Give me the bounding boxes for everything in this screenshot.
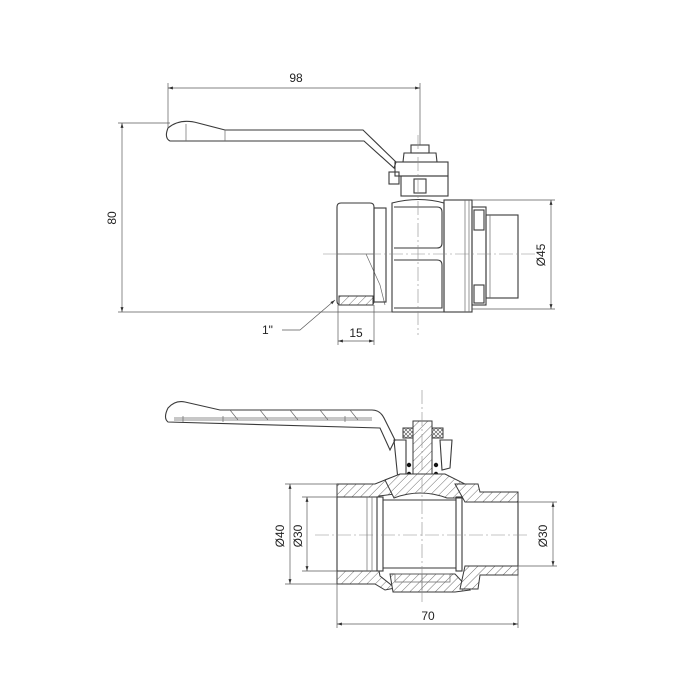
- dim-label-right-d30: Ø30: [536, 524, 550, 547]
- dimension-outer-diameter: Ø45: [472, 199, 555, 310]
- stem-assembly: [388, 144, 449, 197]
- dimension-overall-length: 70: [336, 566, 519, 628]
- lever-handle: [165, 120, 397, 169]
- top-view: 98 80 Ø45 1" 15: [105, 71, 555, 345]
- section-view: Ø40 Ø30 Ø30 70: [164, 390, 557, 628]
- dim-label-70: 70: [421, 609, 435, 623]
- dim-label-d40: Ø40: [273, 524, 287, 547]
- dimension-handle-length: 98: [167, 71, 421, 145]
- dimension-left-inner-diameter: Ø30: [291, 496, 337, 572]
- dim-label-d45: Ø45: [534, 243, 548, 266]
- dimension-right-inner-diameter: Ø30: [518, 501, 557, 567]
- dim-label-left-d30: Ø30: [291, 524, 305, 547]
- dim-label-98: 98: [289, 71, 303, 85]
- union-end: [471, 206, 519, 306]
- dim-label-thread-size: 1": [262, 323, 273, 337]
- thread-size-leader: 1": [262, 299, 336, 337]
- dimension-overall-height: 80: [105, 122, 392, 313]
- dim-label-15: 15: [349, 326, 363, 340]
- dim-label-80: 80: [105, 211, 119, 225]
- valve-body-section: [336, 473, 519, 593]
- lever-handle-section: [164, 401, 396, 452]
- dimension-thread-depth: 15: [337, 305, 375, 345]
- valve-body: [391, 198, 473, 313]
- dimension-left-outer-diameter: Ø40: [273, 483, 337, 585]
